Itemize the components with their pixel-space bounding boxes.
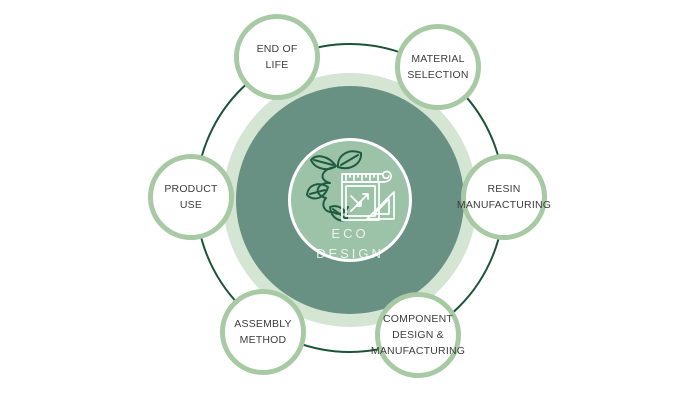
center-label: ECO DESIGN	[316, 226, 384, 261]
node-product-use-label: PRODUCT USE	[164, 183, 218, 211]
node-resin-manufacturing-label: RESIN MANUFACTURING	[456, 183, 552, 211]
node-end-of-life: END OF LIFE	[234, 14, 320, 100]
node-product-use: PRODUCT USE	[148, 154, 234, 240]
node-material-selection-label: MATERIAL SELECTION	[407, 53, 469, 81]
eco-design-leaves-blueprint-icon	[306, 150, 395, 222]
node-assembly-method-label: ASSEMBLY METHOD	[234, 318, 292, 346]
node-material-selection: MATERIAL SELECTION	[395, 24, 481, 110]
node-end-of-life-label: END OF LIFE	[256, 43, 298, 71]
node-assembly-method: ASSEMBLY METHOD	[220, 289, 306, 375]
node-resin-manufacturing: RESIN MANUFACTURING	[457, 154, 551, 240]
node-component-design-manufacturing: COMPONENT DESIGN & MANUFACTURING	[371, 292, 465, 378]
node-component-design-manufacturing-label: COMPONENT DESIGN & MANUFACTURING	[370, 313, 466, 357]
